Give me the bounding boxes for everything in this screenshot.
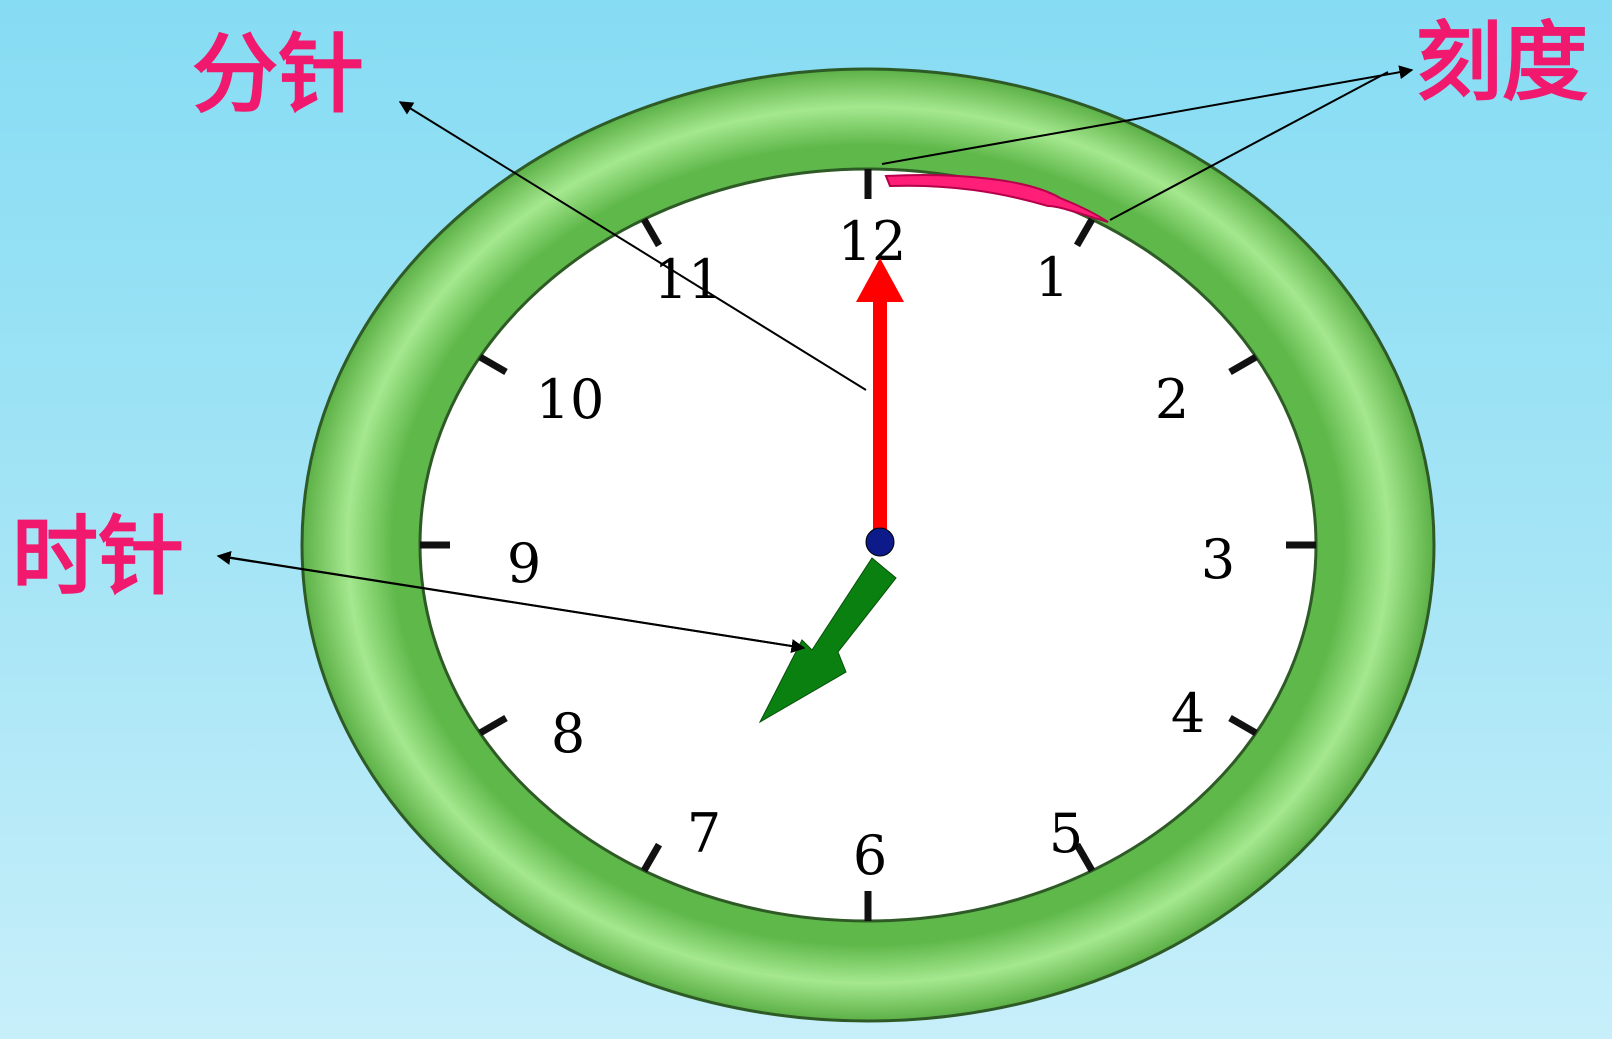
clock-number-8: 8 bbox=[551, 702, 585, 765]
clock-number-4: 4 bbox=[1171, 682, 1205, 745]
center-pivot bbox=[866, 528, 894, 556]
hour-hand-label: 时针 bbox=[12, 507, 184, 607]
clock-number-9: 9 bbox=[507, 532, 541, 595]
clock-number-1: 1 bbox=[1035, 246, 1069, 309]
clock-number-12: 12 bbox=[838, 210, 907, 273]
clock-number-3: 3 bbox=[1201, 528, 1235, 591]
clock-number-10: 10 bbox=[536, 368, 605, 431]
minute-hand-label: 分针 bbox=[192, 25, 364, 125]
clock-number-7: 7 bbox=[687, 802, 721, 865]
scale-label: 刻度 bbox=[1416, 13, 1588, 113]
clock-number-2: 2 bbox=[1155, 368, 1189, 431]
clock-number-6: 6 bbox=[853, 824, 887, 887]
clock-number-5: 5 bbox=[1049, 802, 1083, 865]
